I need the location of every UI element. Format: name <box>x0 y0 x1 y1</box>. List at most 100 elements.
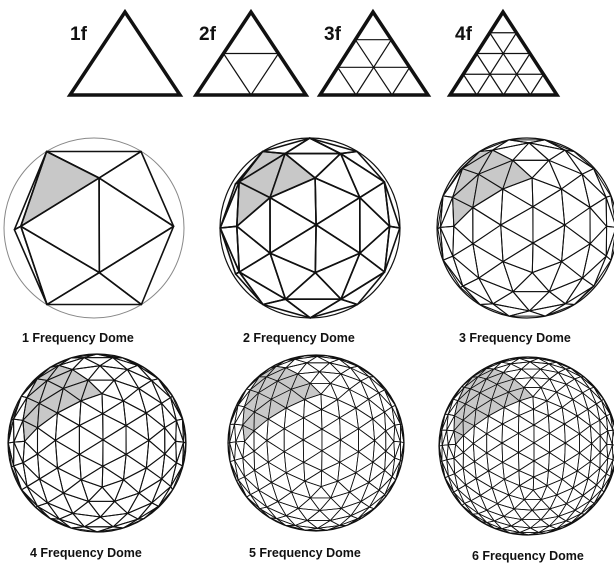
dome-face <box>356 399 373 419</box>
caption-1-frequency-dome: 1 Frequency Dome <box>22 331 134 345</box>
dome-face <box>88 501 114 517</box>
dome-face <box>521 369 540 378</box>
dome-face <box>58 454 82 479</box>
dome-face <box>254 451 268 470</box>
dome-face <box>340 418 359 440</box>
dome-face <box>115 480 139 502</box>
dome-face <box>267 419 284 441</box>
dome-face <box>594 490 604 504</box>
dome-face <box>585 503 595 514</box>
triangle-grid-line <box>224 54 252 96</box>
dome-face <box>493 304 530 316</box>
dome-face <box>532 509 550 520</box>
dome-face <box>102 394 123 414</box>
dome-face <box>565 208 590 244</box>
dome-face <box>359 419 375 441</box>
dome-face <box>284 429 303 452</box>
dome-face <box>126 426 149 455</box>
dome-face <box>453 244 479 278</box>
dome-face <box>338 400 356 418</box>
dome-face <box>497 504 514 517</box>
dome-face <box>103 426 126 455</box>
dome-face <box>532 243 561 273</box>
caption-6-frequency-dome: 6 Frequency Dome <box>472 549 584 563</box>
dome-face <box>58 468 82 493</box>
dome-face <box>562 225 591 262</box>
dome-face <box>448 431 455 445</box>
dome-face <box>522 520 541 528</box>
dome-face <box>124 454 147 479</box>
dome-face <box>103 414 126 440</box>
dome-face <box>359 429 375 452</box>
dome-face <box>303 440 322 462</box>
dome-face <box>307 363 330 372</box>
dome-face <box>473 444 486 462</box>
dome-face <box>322 418 341 440</box>
dome-face <box>230 443 235 462</box>
dome-face <box>304 451 322 471</box>
dome-face <box>608 430 613 445</box>
dome-face <box>608 445 613 460</box>
dome-face <box>534 433 549 452</box>
dome-face <box>473 426 486 444</box>
dome-face <box>549 453 565 471</box>
dome-face <box>475 462 489 479</box>
dome-face <box>549 462 565 479</box>
dome-face <box>138 365 159 380</box>
dome-face <box>270 253 315 299</box>
triangle-label-2f: 2f <box>199 24 217 45</box>
dome-face <box>502 433 519 452</box>
dome-face <box>549 424 565 443</box>
dome-face <box>48 493 73 513</box>
dome-face <box>303 429 322 451</box>
dome-face <box>315 178 360 225</box>
dome-face <box>338 462 356 481</box>
dome-face <box>447 460 455 477</box>
dome-5-frequency <box>228 355 404 531</box>
triangle-grid-line <box>338 67 356 95</box>
dome-face <box>489 471 505 488</box>
dome-face <box>574 286 594 304</box>
dome-face <box>524 378 541 388</box>
dome-face <box>243 458 255 477</box>
dome-face <box>524 500 541 511</box>
dome-face <box>230 405 238 424</box>
dome-face <box>590 420 600 435</box>
dome-face <box>237 226 270 272</box>
dome-face <box>284 408 303 429</box>
dome-face <box>340 429 358 452</box>
dome-face <box>310 498 330 511</box>
dome-face <box>338 389 356 408</box>
dome-face <box>479 278 513 304</box>
dome-face <box>139 389 162 414</box>
dome-face <box>549 433 565 452</box>
dome-face <box>447 445 454 460</box>
dome-face <box>566 384 582 399</box>
dome-face <box>549 262 582 292</box>
dome-face <box>146 440 165 468</box>
dome-face <box>126 413 149 440</box>
dome-face <box>473 225 503 262</box>
dome-face <box>322 429 341 451</box>
dome-face <box>103 454 126 479</box>
dome-face <box>454 444 463 458</box>
dome-4-frequency <box>8 354 186 532</box>
dome-face <box>373 419 386 441</box>
dome-face <box>307 511 330 521</box>
dome-face <box>454 458 463 474</box>
dome-face <box>321 394 338 409</box>
dome-face <box>487 434 502 453</box>
dome-face <box>471 501 487 514</box>
dome-face <box>103 440 126 466</box>
dome-face <box>522 510 541 519</box>
dome-face <box>149 428 165 454</box>
dome-face <box>514 500 532 511</box>
dome-face <box>533 477 547 490</box>
dome-face <box>99 152 174 227</box>
dome-face <box>524 490 541 500</box>
dome-face <box>545 304 574 316</box>
dome-face <box>79 454 102 479</box>
dome-face <box>503 453 519 471</box>
dome-face <box>88 487 114 501</box>
dome-face <box>103 401 126 426</box>
